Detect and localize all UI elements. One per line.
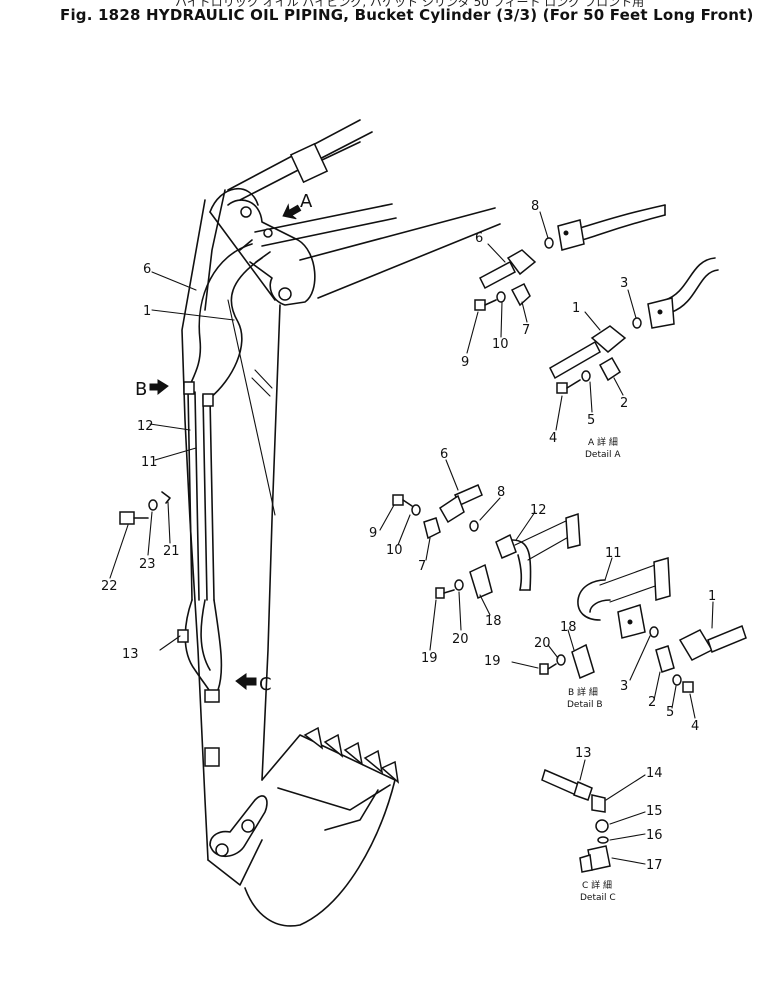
detail-c-17: 17 [646, 858, 663, 873]
detail-b-6: 6 [440, 447, 448, 462]
detail-b-2: 2 [648, 695, 656, 710]
arrow-a-icon [282, 203, 302, 220]
detail-b-1: 1 [708, 589, 716, 604]
detail-a-drawing [466, 204, 719, 431]
detail-b-19a: 19 [421, 651, 438, 666]
detail-a-3: 3 [620, 276, 628, 291]
callout-12: 12 [137, 419, 154, 434]
detail-b-7: 7 [418, 559, 426, 574]
arm-assembly [177, 119, 501, 927]
view-letter-b: B [135, 379, 147, 400]
detail-b-18a: 18 [485, 614, 502, 629]
detail-a-5: 5 [587, 413, 595, 428]
detail-b-8: 8 [497, 485, 505, 500]
detail-b-5: 5 [666, 705, 674, 720]
callout-21: 21 [163, 544, 180, 559]
callout-22: 22 [101, 579, 118, 594]
detail-c-caption-jp: C 詳 細 [582, 879, 612, 891]
detail-b-3: 3 [620, 679, 628, 694]
detail-a-caption: Detail A [585, 450, 621, 460]
detail-b-19b: 19 [484, 654, 501, 669]
detail-c-13: 13 [575, 746, 592, 761]
detail-a-1: 1 [572, 301, 580, 316]
parts-22-23-21 [119, 491, 171, 525]
detail-b-12: 12 [530, 503, 547, 518]
detail-b-drawing [379, 459, 747, 719]
callout-23: 23 [139, 557, 156, 572]
detail-a-6: 6 [475, 231, 483, 246]
detail-c-drawing [541, 759, 646, 873]
detail-b-4: 4 [691, 719, 699, 734]
callout-11: 11 [141, 455, 158, 470]
arrow-b-icon [149, 379, 169, 396]
bucket [244, 726, 400, 927]
main-view-leaders [109, 271, 235, 651]
detail-b-labels: 6 8 12 9 10 7 11 18 20 1 19 20 18 19 3 2… [369, 447, 716, 734]
detail-b-11: 11 [605, 546, 622, 561]
detail-a-7: 7 [522, 323, 530, 338]
detail-a-10: 10 [492, 337, 509, 352]
arrow-c-icon [235, 673, 257, 691]
detail-b-caption-jp: B 詳 細 [568, 686, 598, 698]
detail-a-9: 9 [461, 355, 469, 370]
detail-a-8: 8 [531, 199, 539, 214]
detail-b-caption: Detail B [567, 700, 603, 710]
detail-c-14: 14 [646, 766, 663, 781]
callout-1: 1 [143, 304, 151, 319]
detail-a-caption-jp: A 詳 細 [588, 436, 618, 448]
figure-title: Fig. 1828 HYDRAULIC OIL PIPING, Bucket C… [60, 6, 754, 24]
callout-13: 13 [122, 647, 139, 662]
detail-b-20b: 20 [534, 636, 551, 651]
detail-a-labels: 8 6 3 1 9 10 7 5 2 4 A 詳 細 Detail A [461, 199, 628, 460]
detail-b-10: 10 [386, 543, 403, 558]
japanese-title: ハイドロリック オイル パイピング, バケット シリンダ 50 フィート ロング… [175, 0, 645, 9]
detail-b-18b: 18 [560, 620, 577, 635]
detail-b-9: 9 [369, 526, 377, 541]
main-view-labels: 6 1 12 11 22 23 21 13 A B C [101, 191, 313, 695]
callout-6: 6 [143, 262, 151, 277]
detail-b-20a: 20 [452, 632, 469, 647]
view-letter-a: A [300, 191, 313, 212]
detail-a-2: 2 [620, 396, 628, 411]
detail-c-15: 15 [646, 804, 663, 819]
detail-c-labels: 13 14 15 16 17 C 詳 細 Detail C [575, 746, 663, 903]
view-letter-c: C [259, 674, 272, 695]
detail-a-4: 4 [549, 431, 557, 446]
detail-c-caption: Detail C [580, 893, 616, 903]
detail-c-16: 16 [646, 828, 663, 843]
